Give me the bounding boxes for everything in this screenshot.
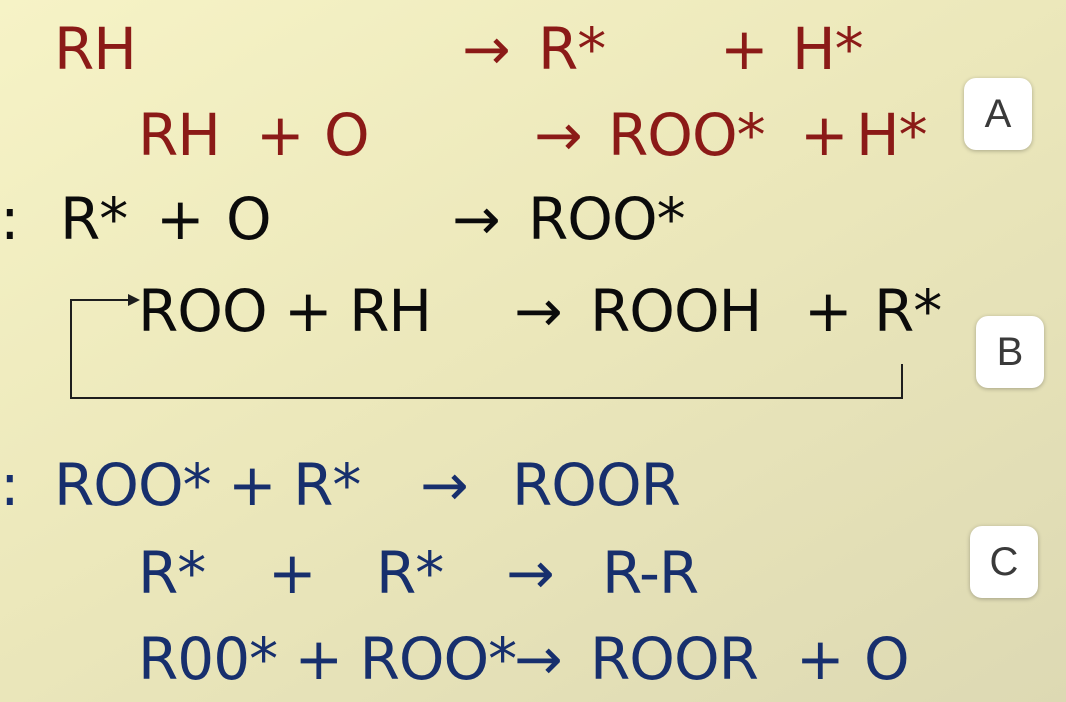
eq-b1-reactant-2: O	[226, 185, 272, 253]
eq-b1-reactant-1: R*	[60, 185, 128, 253]
eq-c1-product: ROOR	[512, 451, 681, 519]
eq-c3-lhs: R00* + ROO*	[138, 625, 517, 693]
eq-c3-arrow: →	[514, 625, 563, 693]
eq-a1-product-2: H*	[792, 15, 864, 83]
eq-c2-arrow: →	[506, 539, 555, 607]
eq-a1-reactant: RH	[54, 15, 137, 83]
eq-c2-plus: +	[268, 539, 317, 607]
eq-c3-product-2: O	[864, 625, 910, 693]
eq-b2-product-1: ROOH	[590, 277, 762, 345]
badge-a[interactable]: A	[964, 78, 1032, 150]
eq-c2-product: R-R	[602, 539, 699, 607]
eq-b2-plus: +	[804, 277, 853, 345]
eq-b1-colon: :	[0, 185, 20, 253]
eq-b2-lhs: ROO + RH	[138, 277, 432, 345]
eq-b1-plus: +	[156, 185, 205, 253]
eq-a2-plus-2: +	[800, 101, 849, 169]
eq-b1-product: ROO*	[528, 185, 686, 253]
eq-b2-arrow: →	[514, 277, 563, 345]
eq-c2-reactant-2: R*	[376, 539, 444, 607]
eq-a1-product-1: R*	[538, 15, 606, 83]
eq-c2-reactant-1: R*	[138, 539, 206, 607]
eq-c3-plus: +	[796, 625, 845, 693]
eq-c1-colon: :	[0, 451, 20, 519]
eq-b2-product-2: R*	[874, 277, 942, 345]
eq-b1-arrow: →	[452, 185, 501, 253]
eq-c1-lhs: ROO* + R*	[54, 451, 361, 519]
badge-b[interactable]: B	[976, 316, 1044, 388]
eq-a1-arrow: →	[462, 15, 511, 83]
eq-a1-plus: +	[720, 15, 769, 83]
eq-a2-product-1: ROO*	[608, 101, 766, 169]
eq-a2-arrow: →	[534, 101, 583, 169]
eq-a2-plus-1: +	[256, 101, 305, 169]
eq-a2-product-2: H*	[856, 101, 928, 169]
eq-a2-reactant-1: RH	[138, 101, 221, 169]
eq-c3-product-1: ROOR	[590, 625, 759, 693]
eq-a2-reactant-2: O	[324, 101, 370, 169]
eq-c1-arrow: →	[420, 451, 469, 519]
badge-c[interactable]: C	[970, 526, 1038, 598]
